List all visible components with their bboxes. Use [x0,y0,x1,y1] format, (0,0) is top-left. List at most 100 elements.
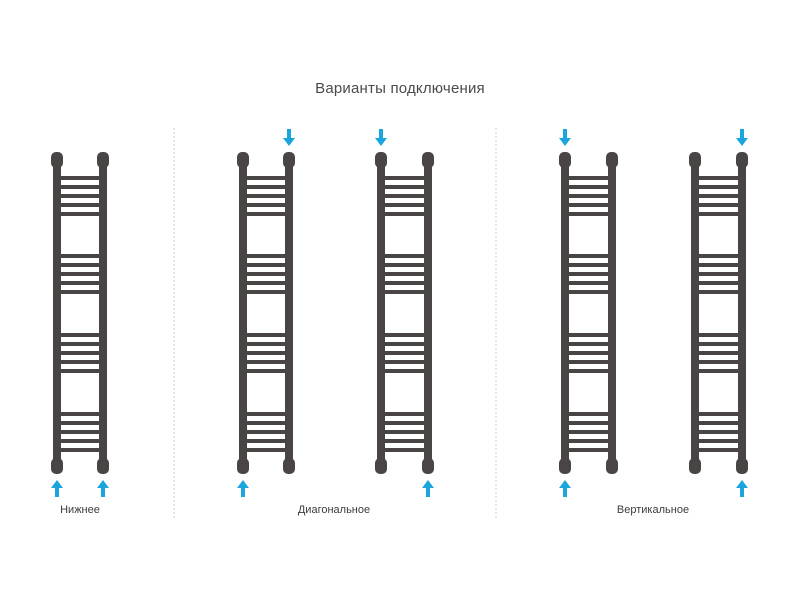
radiator-rung [243,272,289,276]
radiator-cap [237,458,249,474]
radiator-rung [565,439,612,443]
radiator-rung [57,281,103,285]
radiator-rung [381,290,428,294]
radiator-rung [565,369,612,373]
radiator-cap [422,152,434,168]
radiator-rung [695,430,742,434]
radiator-rail [424,160,432,466]
radiator-rail [53,160,61,466]
radiator-diagonal-2 [375,152,434,474]
radiator-rung [381,439,428,443]
radiator-rung [565,185,612,189]
radiator-diagonal-1 [237,152,295,474]
radiator-rung [695,281,742,285]
radiator-rung [243,176,289,180]
radiator-rung [695,185,742,189]
radiator-cap [559,458,571,474]
radiator-rung [57,333,103,337]
radiator-cap [736,152,748,168]
radiator-cap [283,458,295,474]
radiator-rung [695,421,742,425]
radiator-cap [375,152,387,168]
radiator-rail [239,160,247,466]
radiator-rung [243,430,289,434]
radiator-rung [243,369,289,373]
arrow-up-icon [51,480,63,497]
radiator-rung [57,212,103,216]
radiator-rung [243,342,289,346]
radiator-rung [695,369,742,373]
arrow-down-icon [375,129,387,146]
radiator-rung [565,194,612,198]
label-vertical-connection: Вертикальное [616,504,690,516]
arrow-up-icon [97,480,109,497]
radiator-rung [695,333,742,337]
radiator-cap [97,152,109,168]
radiator-vertical-2 [689,152,748,474]
radiator-rung [57,430,103,434]
radiator-rail [99,160,107,466]
radiator-rung [381,281,428,285]
radiator-rung [57,412,103,416]
radiator-rung [565,421,612,425]
radiator-rung [243,351,289,355]
arrow-down-icon [559,129,571,146]
radiator-rung [57,194,103,198]
label-diagonal-connection: Диагональное [297,504,371,516]
radiator-rail [691,160,699,466]
radiator-rung [695,263,742,267]
radiator-rung [243,412,289,416]
radiator-cap [237,152,249,168]
radiator-rung [565,360,612,364]
radiator-rung [57,369,103,373]
radiator-rung [57,176,103,180]
radiator-rung [381,412,428,416]
radiator-rung [243,360,289,364]
arrow-up-icon [736,480,748,497]
radiator-rung [381,369,428,373]
radiator-rung [695,212,742,216]
radiator-rung [57,263,103,267]
radiator-cap [606,458,618,474]
arrow-up-icon [237,480,249,497]
radiator-rung [57,342,103,346]
radiator-rung [57,185,103,189]
radiator-rung [243,212,289,216]
radiator-rung [565,290,612,294]
radiator-bottom [51,152,109,474]
radiator-rung [565,272,612,276]
radiator-rung [57,290,103,294]
radiator-rung [381,176,428,180]
arrow-up-icon [422,480,434,497]
radiator-cap [51,458,63,474]
radiator-rung [381,421,428,425]
radiator-rung [695,254,742,258]
arrow-down-icon [736,129,748,146]
radiator-rung [565,203,612,207]
radiator-cap [51,152,63,168]
radiator-rail [561,160,569,466]
radiator-rung [57,203,103,207]
radiator-rung [695,351,742,355]
radiator-rung [57,351,103,355]
radiator-rung [565,430,612,434]
radiator-rung [381,212,428,216]
radiator-rung [243,254,289,258]
radiator-cap [375,458,387,474]
radiator-rung [57,254,103,258]
radiator-rung [57,360,103,364]
radiator-rail [377,160,385,466]
radiator-rung [57,421,103,425]
radiator-rung [57,448,103,452]
radiator-rung [381,185,428,189]
radiator-rung [695,342,742,346]
radiator-rung [565,176,612,180]
radiator-rail [285,160,293,466]
radiator-rung [243,448,289,452]
arrow-up-icon [559,480,571,497]
radiator-rung [243,203,289,207]
radiator-rung [565,412,612,416]
radiator-cap [606,152,618,168]
